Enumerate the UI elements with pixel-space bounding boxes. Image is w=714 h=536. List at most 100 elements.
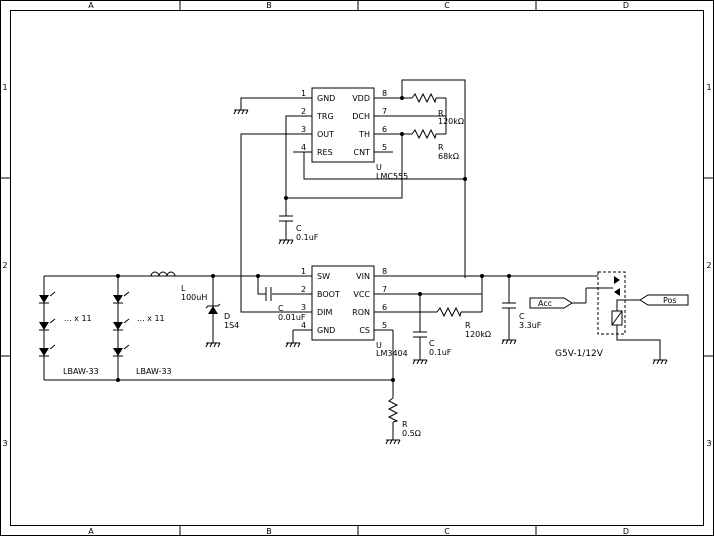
- col-label-top: B: [266, 1, 272, 10]
- capacitor-value: 3.3uF: [519, 321, 542, 330]
- port-acc-label: Acc: [538, 299, 552, 308]
- timer-pin-name: CNT: [354, 148, 371, 157]
- relay-part: G5V-1/12V: [555, 349, 604, 359]
- col-label-top: D: [623, 1, 629, 10]
- junction-dots: [116, 96, 511, 382]
- timer-pin-number: 5: [382, 143, 387, 152]
- resistor-value: 120kΩ: [465, 330, 491, 339]
- led-part: LBAW-33: [136, 367, 172, 376]
- driver-pin-name: RON: [352, 308, 370, 317]
- relay: G5V-1/12V: [555, 271, 661, 360]
- ground-symbol: [652, 359, 668, 365]
- timer-pin-name: RES: [317, 148, 333, 157]
- timer-pin-name: OUT: [317, 130, 334, 139]
- ground-symbol: [412, 359, 428, 365]
- ground-symbol: [205, 342, 221, 348]
- driver-pin-name: SW: [317, 272, 330, 281]
- driver-pin-number: 2: [301, 285, 306, 294]
- ground-symbol: [501, 339, 517, 345]
- ground-symbol: [278, 239, 294, 245]
- driver-wires: [44, 275, 598, 398]
- timer-pin-name: DCH: [352, 112, 370, 121]
- driver-designator: U: [376, 341, 382, 350]
- timer-pin-number: 2: [301, 107, 306, 116]
- ground-symbol: [233, 109, 249, 115]
- inductor-designator: L: [181, 284, 186, 293]
- resistor-value: 68kΩ: [438, 152, 459, 161]
- resistor-designator: R: [438, 109, 444, 118]
- driver-pin-name: GND: [317, 326, 335, 335]
- timer-ic: GND TRG OUT RES VDD DCH TH CNT 1 2 3 4 8…: [301, 87, 408, 181]
- timer-designator: U: [376, 163, 382, 172]
- driver-pin-name: CS: [359, 326, 370, 335]
- timer-pin-number: 3: [301, 125, 306, 134]
- driver-pin-number: 3: [301, 303, 306, 312]
- timer-pin-name: TH: [358, 130, 370, 139]
- capacitor-value: 0.1uF: [296, 233, 319, 242]
- cs-resistor: R 0.5Ω: [387, 397, 421, 440]
- timer-capacitor: C 0.1uF: [279, 215, 319, 242]
- resistor-value: 120kΩ: [438, 117, 464, 126]
- col-label-bottom: C: [444, 527, 450, 536]
- led-count-label: ... x 11: [64, 314, 92, 323]
- driver-pin-number: 1: [301, 267, 306, 276]
- diode-designator: D: [224, 312, 230, 321]
- driver-part: LM3404: [376, 349, 408, 358]
- led-string-right: ... x 11 LBAW-33: [113, 276, 172, 380]
- timer-pin-number: 7: [382, 107, 387, 116]
- schottky-diode: D 1S4: [205, 276, 239, 343]
- driver-pin-number: 6: [382, 303, 387, 312]
- col-label-bottom: A: [88, 527, 94, 536]
- timer-pin-number: 4: [301, 143, 306, 152]
- timer-pin-name: GND: [317, 94, 335, 103]
- inductor-value: 100uH: [181, 293, 207, 302]
- timer-pin-number: 6: [382, 125, 387, 134]
- row-label-right: 3: [706, 439, 711, 448]
- vcc-capacitor: C 0.1uF: [413, 331, 452, 360]
- timer-part: LMC555: [376, 172, 408, 181]
- row-label-left: 1: [2, 83, 7, 92]
- resistor-designator: R: [402, 420, 408, 429]
- row-label-right: 2: [706, 261, 711, 270]
- led-count-label: ... x 11: [137, 314, 165, 323]
- driver-pin-number: 4: [301, 321, 306, 330]
- ron-resistor: R 120kΩ: [436, 306, 491, 339]
- timer-pin-name: VDD: [352, 94, 370, 103]
- driver-pin-number: 5: [382, 321, 387, 330]
- col-label-bottom: B: [266, 527, 272, 536]
- led-string-left: ... x 11 LBAW-33: [39, 276, 99, 380]
- timer-pin-number: 8: [382, 89, 387, 98]
- row-label-left: 2: [2, 261, 7, 270]
- driver-pin-name: VCC: [353, 290, 370, 299]
- diode-value: 1S4: [224, 321, 239, 330]
- boot-capacitor: C 0.01uF: [265, 287, 306, 322]
- ground-symbols: [205, 109, 668, 445]
- driver-pin-name: DIM: [317, 308, 333, 317]
- timer-resistor-bottom: R 68kΩ: [411, 128, 459, 161]
- inductor: L 100uH: [150, 271, 207, 302]
- driver-pin-name: BOOT: [317, 290, 340, 299]
- resistor-designator: R: [465, 321, 471, 330]
- col-label-top: C: [444, 1, 450, 10]
- timer-resistor-top: R 120kΩ: [411, 92, 464, 126]
- vin-capacitor: C 3.3uF: [502, 276, 542, 340]
- timer-wires: [240, 79, 466, 313]
- capacitor-designator: C: [296, 224, 302, 233]
- port-pos: Pos: [639, 294, 689, 306]
- capacitor-designator: C: [278, 304, 284, 313]
- led-part: LBAW-33: [63, 367, 99, 376]
- driver-pin-name: VIN: [356, 272, 370, 281]
- port-acc: Acc: [529, 297, 573, 309]
- row-label-right: 1: [706, 83, 711, 92]
- col-label-top: A: [88, 1, 94, 10]
- timer-pin-number: 1: [301, 89, 306, 98]
- resistor-designator: R: [438, 143, 444, 152]
- capacitor-value: 0.1uF: [429, 348, 452, 357]
- ground-symbol: [385, 439, 401, 445]
- capacitor-designator: C: [429, 339, 435, 348]
- port-pos-label: Pos: [663, 296, 677, 305]
- row-label-left: 3: [2, 439, 7, 448]
